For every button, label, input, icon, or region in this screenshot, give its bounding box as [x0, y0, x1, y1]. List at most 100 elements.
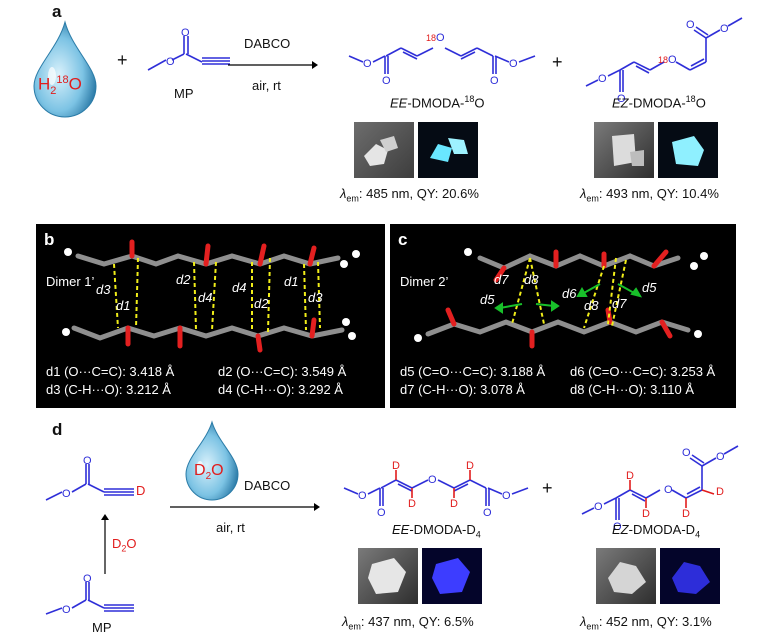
ee-isotope-mark: 18O — [426, 32, 445, 44]
svg-text:O: O — [166, 56, 175, 68]
ez-d4-deuterium-1: D — [626, 470, 634, 482]
dimer-2-model — [414, 248, 708, 349]
svg-text:O: O — [716, 451, 725, 463]
contact-label-d7-left: d7 — [494, 272, 509, 287]
ee-dmoda-d4-structure: O O O O — [343, 470, 529, 519]
panel-b-box: b Dimer 1’ d3 d1 d2 d4 d4 d2 d1 d3 d1 (O… — [36, 224, 385, 408]
contact-label-d6: d6 — [562, 286, 577, 301]
svg-text:O: O — [181, 27, 190, 39]
ez-d4-product-name: EZ-DMODA-D4 — [612, 522, 701, 540]
svg-text:O: O — [382, 75, 391, 87]
svg-text:O: O — [83, 573, 92, 585]
contact-label-d7-right: d7 — [612, 296, 627, 311]
panel-c-box: c Dimer 2’ d7 d8 d5 d6 d8 d7 d5 d5 (C=O·… — [390, 224, 736, 408]
contact-label-d5-right: d5 — [642, 280, 657, 295]
ez-d4-deuterium-2: D — [642, 508, 650, 520]
plus-sign-d: + — [542, 478, 553, 498]
contact-label-d2-right: d2 — [254, 296, 269, 311]
svg-text:O: O — [358, 490, 367, 502]
mp-structure: O O — [147, 27, 230, 71]
contact-label-d8-right: d8 — [584, 298, 599, 313]
ez-d4-ring-oxygen: O — [664, 484, 673, 496]
mp-label: MP — [174, 86, 194, 101]
vertical-reaction-arrow — [101, 514, 109, 574]
panel-b-d2-value: d2 (O···C=C): 3.549 Å — [218, 364, 347, 379]
mp-label-bottom: MP — [92, 620, 112, 635]
ee-product-name: EE-DMODA-18O — [390, 94, 485, 111]
svg-text:O: O — [598, 73, 607, 85]
panel-c-d7-value: d7 (C-H···O): 3.078 Å — [400, 382, 525, 397]
contact-label-d4-left: d4 — [198, 290, 213, 305]
svg-text:O: O — [483, 507, 492, 519]
dimer-2-label: Dimer 2’ — [400, 274, 449, 289]
ee-d4-product-name: EE-DMODA-D4 — [392, 522, 481, 540]
panel-c-label: c — [398, 230, 408, 249]
ee-d4-ring-oxygen: O — [428, 474, 437, 486]
ez-isotope-mark: 18O — [658, 54, 677, 66]
ee-crystal-photo-uv — [418, 122, 478, 178]
ee-crystal-photo-daylight — [354, 122, 414, 178]
panel-c-d6-value: d6 (C=O···C=C): 3.253 Å — [570, 364, 716, 379]
panel-a-label: a — [52, 2, 62, 21]
ee-d4-deuterium-4: D — [466, 460, 474, 472]
svg-text:O: O — [490, 75, 499, 87]
ee-d4-crystal-photo-uv — [422, 548, 482, 604]
catalyst-label: DABCO — [244, 36, 291, 51]
ee-d4-crystal-photo-daylight — [358, 548, 418, 604]
contact-label-d3-left: d3 — [96, 282, 111, 297]
dimer-1-model — [62, 239, 360, 353]
svg-text:O: O — [377, 507, 386, 519]
ee-d4-deuterium-3: D — [450, 498, 458, 510]
panel-c-d5-value: d5 (C=O···C=C): 3.188 Å — [400, 364, 546, 379]
ee-dmoda-18o-structure: O O O O — [348, 47, 536, 87]
svg-text:O: O — [502, 490, 511, 502]
ez-dmoda-18o-structure: O O O O — [585, 17, 743, 105]
ee-d4-emission-info: λem: 437 nm, QY: 6.5% — [342, 614, 474, 632]
ez-crystal-photo-uv — [658, 122, 718, 178]
contact-label-d4-right: d4 — [232, 280, 247, 295]
ee-d4-deuterium-2: D — [408, 498, 416, 510]
ez-d4-deuterium-4: D — [716, 486, 724, 498]
ee-emission-info: λem: 485 nm, QY: 20.6% — [340, 186, 479, 204]
svg-text:O: O — [83, 455, 92, 467]
contact-label-d5-left: d5 — [480, 292, 495, 307]
ee-d4-deuterium-1: D — [392, 460, 400, 472]
svg-text:O: O — [686, 19, 695, 31]
panel-b-label: b — [44, 230, 55, 249]
d2o-side-label: D2O — [112, 536, 137, 554]
catalyst-label-d: DABCO — [244, 478, 291, 493]
contact-label-d8-left: d8 — [524, 272, 539, 287]
ez-dmoda-d4-structure: O O O O — [581, 445, 739, 533]
svg-text:O: O — [363, 58, 372, 70]
svg-text:O: O — [682, 447, 691, 459]
deuterium-atom-label: D — [136, 483, 146, 498]
svg-text:O: O — [509, 58, 518, 70]
water-droplet-icon — [33, 20, 97, 118]
reaction-arrow — [228, 61, 318, 69]
ez-crystal-photo-daylight — [594, 122, 654, 178]
ez-d4-emission-info: λem: 452 nm, QY: 3.1% — [580, 614, 712, 632]
panel-c-d8-value: d8 (C-H···O): 3.110 Å — [570, 382, 695, 397]
contact-label-d1-right: d1 — [284, 274, 299, 289]
ez-product-name: EZ-DMODA-18O — [612, 94, 706, 111]
contact-label-d3-right: d3 — [308, 290, 323, 305]
contact-label-d2-left: d2 — [176, 272, 191, 287]
ez-d4-crystal-photo-uv — [660, 548, 720, 604]
mp-structure-bottom: O O — [45, 573, 134, 616]
d2o-droplet-label: D2O — [194, 462, 224, 483]
svg-text:O: O — [62, 488, 71, 500]
plus-sign-1: + — [117, 50, 128, 70]
deuterated-mp-structure: O O — [45, 455, 134, 501]
svg-text:O: O — [720, 23, 729, 35]
svg-text:O: O — [613, 521, 622, 533]
panel-b-d4-value: d4 (C-H···O): 3.292 Å — [218, 382, 343, 397]
panel-d-label: d — [52, 420, 63, 439]
plus-sign-2: + — [552, 52, 563, 72]
ez-d4-deuterium-3: D — [682, 508, 690, 520]
ez-emission-info: λem: 493 nm, QY: 10.4% — [580, 186, 719, 204]
heavy-water-droplet-icon — [185, 420, 239, 501]
svg-text:O: O — [617, 93, 626, 105]
water-18o-label: H218O — [38, 74, 82, 98]
panel-b-d3-value: d3 (C-H···O): 3.212 Å — [46, 382, 171, 397]
reaction-arrow-d — [170, 503, 320, 511]
